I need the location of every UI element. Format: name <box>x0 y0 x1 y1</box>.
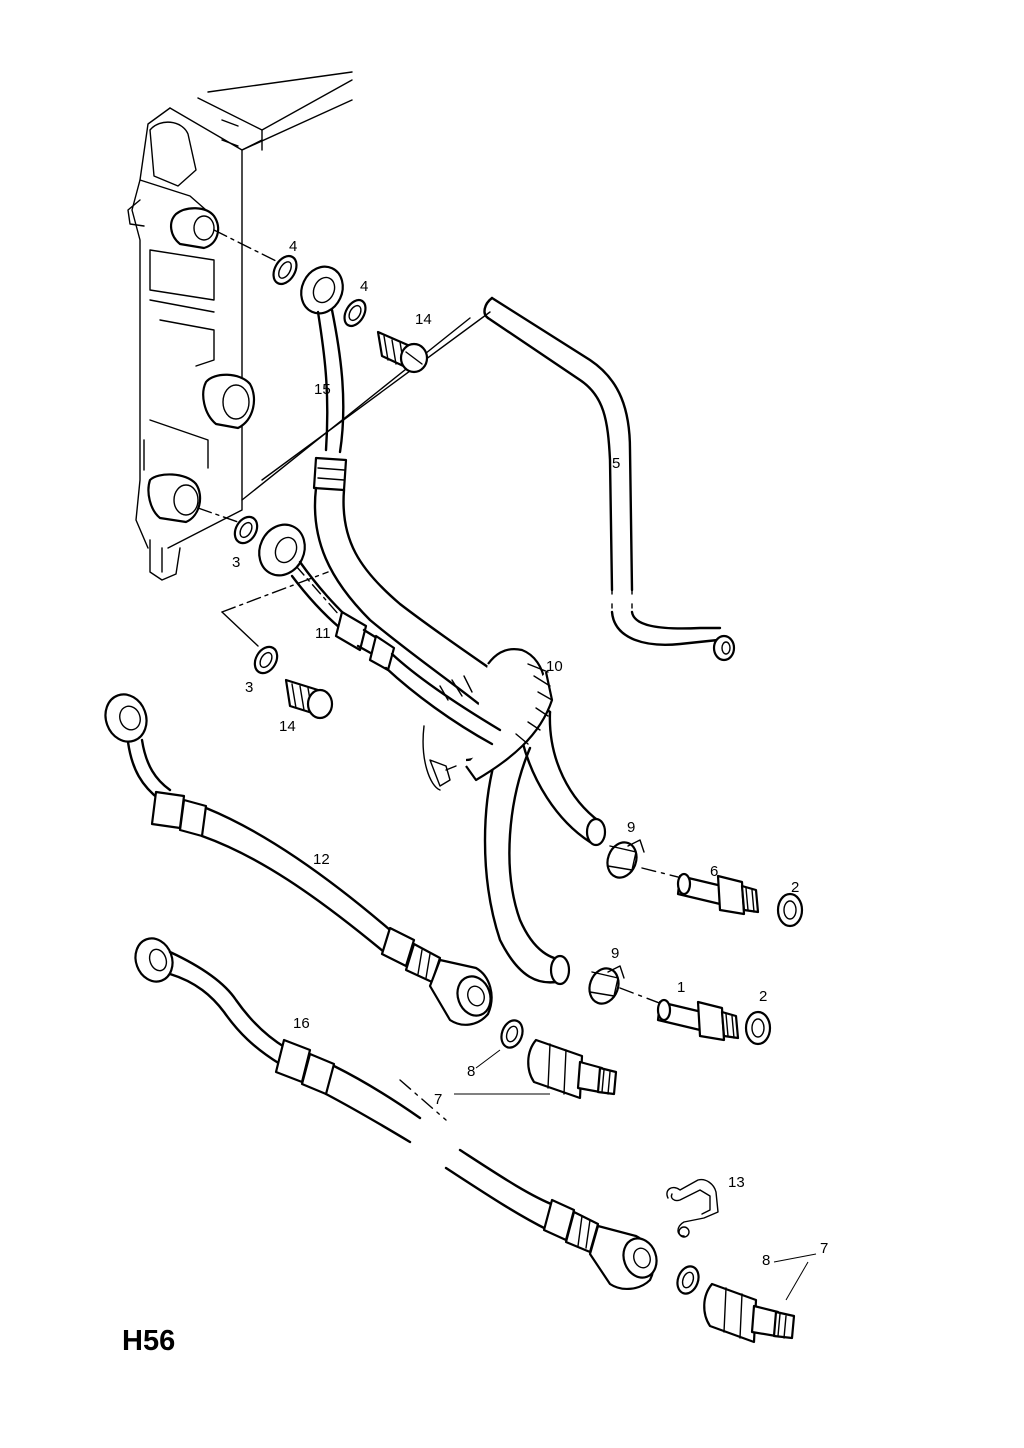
pipe-12 <box>104 693 493 1026</box>
radiator-assembly <box>127 71 491 581</box>
washer-3-lower <box>253 645 279 675</box>
callout-4-upper: 4 <box>289 238 297 255</box>
callout-6: 6 <box>710 863 718 880</box>
callout-9-lower: 9 <box>611 945 619 962</box>
hose-5 <box>483 296 736 662</box>
banjo-bolt-14-upper <box>376 330 429 374</box>
callout-13: 13 <box>728 1174 745 1191</box>
callout-labels: 4 4 14 15 5 3 11 10 3 14 12 9 6 2 9 1 2 … <box>232 238 828 1269</box>
callout-2-upper: 2 <box>791 879 799 896</box>
washer-2-lower <box>744 1010 772 1046</box>
washer-4-lower <box>343 298 367 328</box>
callout-1: 1 <box>677 979 685 996</box>
callout-3-upper: 3 <box>232 554 240 571</box>
clamp-9-lower <box>588 965 625 1005</box>
union-6 <box>676 872 760 916</box>
washer-3-upper <box>233 515 259 545</box>
callout-14-upper: 14 <box>415 311 432 328</box>
adapter-7-lower <box>703 1282 796 1344</box>
callout-14-lower: 14 <box>279 718 296 735</box>
callout-9-upper: 9 <box>627 819 635 836</box>
callout-8-upper: 8 <box>467 1063 475 1080</box>
callout-2-lower: 2 <box>759 988 767 1005</box>
callout-7-upper: 7 <box>434 1091 442 1108</box>
callout-7-lower: 7 <box>820 1240 828 1257</box>
callout-16: 16 <box>293 1015 310 1032</box>
adapter-7-upper <box>527 1038 618 1100</box>
clip-13 <box>666 1178 719 1238</box>
washer-8-lower <box>676 1265 700 1295</box>
washer-4-upper <box>272 254 298 286</box>
callout-5: 5 <box>612 455 620 472</box>
washer-8-upper <box>500 1019 524 1049</box>
callout-4-lower: 4 <box>360 278 368 295</box>
washer-2-upper <box>776 892 804 928</box>
callout-11: 11 <box>315 625 331 642</box>
pipe-15 <box>300 265 348 492</box>
hose-pipe-assembly <box>313 486 607 986</box>
callout-15: 15 <box>314 381 331 398</box>
callout-10: 10 <box>546 658 563 675</box>
pipe-16 <box>134 937 658 1290</box>
callout-pointers <box>454 1049 817 1301</box>
union-1 <box>656 998 740 1042</box>
callout-12: 12 <box>313 851 330 868</box>
diagram-code: H56 <box>122 1325 175 1357</box>
clamp-9-upper <box>606 839 645 879</box>
leader-lines <box>197 229 691 1121</box>
bracket-10 <box>422 648 554 791</box>
banjo-bolt-14-lower <box>284 678 334 720</box>
pipe-11 <box>258 523 502 746</box>
callout-3-lower: 3 <box>245 679 253 696</box>
callout-8-lower: 8 <box>762 1252 770 1269</box>
